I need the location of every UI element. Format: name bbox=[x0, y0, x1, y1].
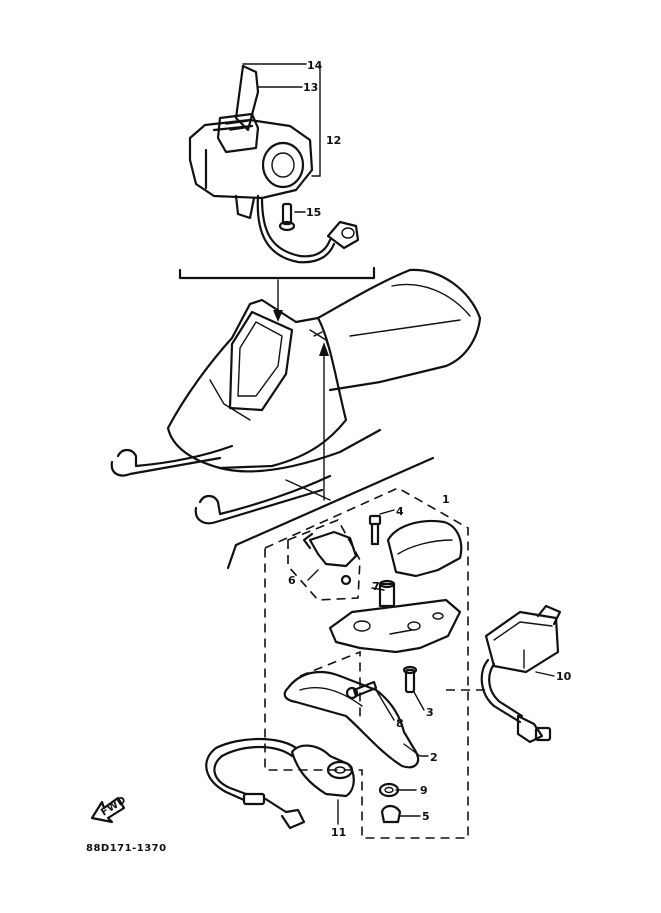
callout-11: 11 bbox=[331, 826, 346, 839]
assembly-dashed-box-6 bbox=[287, 518, 361, 601]
part-4-bolt bbox=[368, 514, 382, 546]
ground-line bbox=[234, 456, 435, 547]
pointer-arrow-bottom bbox=[319, 342, 329, 356]
callout-6: 6 bbox=[288, 574, 296, 587]
callout-12: 12 bbox=[326, 134, 341, 147]
top-leader-lines bbox=[242, 63, 321, 213]
callout-13: 13 bbox=[303, 81, 318, 94]
snowmobile-illustration bbox=[110, 268, 482, 525]
front-direction-arrow: FWD bbox=[90, 795, 128, 824]
throttle-switch-assembly bbox=[188, 64, 360, 264]
callout-5: 5 bbox=[422, 810, 430, 823]
part-6-knob bbox=[302, 530, 358, 586]
part-2-lever bbox=[283, 670, 420, 769]
part-10-switch-unit bbox=[480, 604, 562, 744]
part-1-cover bbox=[386, 519, 463, 578]
part-3-bolt bbox=[402, 665, 418, 694]
callout-1: 1 bbox=[442, 493, 450, 506]
part-8-screw bbox=[345, 680, 378, 700]
lever-dashed-link bbox=[299, 650, 361, 720]
lever-bracket-plate bbox=[328, 598, 462, 654]
callout-14: 14 bbox=[307, 59, 323, 72]
part-7-spacer bbox=[378, 579, 396, 608]
callout-8: 8 bbox=[396, 717, 404, 730]
callout-2: 2 bbox=[430, 751, 438, 764]
part-5-grommet bbox=[380, 804, 402, 824]
lower-leader-lines bbox=[307, 509, 555, 825]
callout-15: 15 bbox=[306, 206, 321, 219]
assembly-bracket-top bbox=[178, 266, 376, 280]
part-code-label: 88D171-1370 bbox=[86, 843, 167, 854]
callout-7: 7 bbox=[372, 580, 380, 593]
callout-9: 9 bbox=[420, 784, 428, 797]
part-11-switch bbox=[205, 737, 355, 830]
ground-line-edge bbox=[226, 543, 238, 570]
callout-4: 4 bbox=[396, 505, 404, 518]
assembly-dashed-box-1 bbox=[264, 487, 469, 839]
callout-10: 10 bbox=[556, 670, 572, 683]
callout-3: 3 bbox=[426, 706, 434, 719]
screw-15 bbox=[278, 202, 296, 232]
